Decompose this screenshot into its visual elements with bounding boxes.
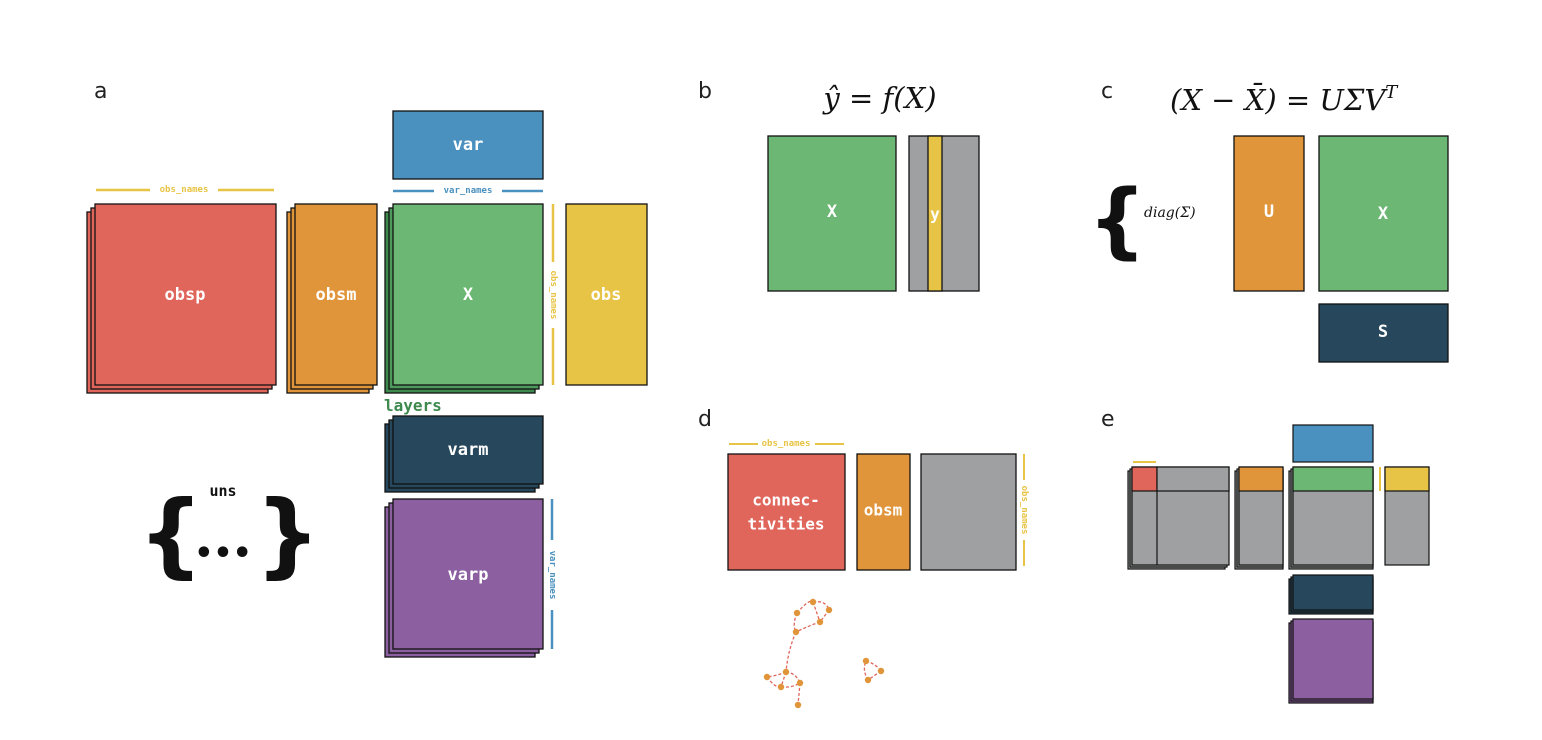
panel-c-u-label: U xyxy=(1264,202,1274,222)
varp-stack: varp xyxy=(384,498,544,658)
panel-d-obs-names-side: obs_names xyxy=(1019,454,1029,566)
panel-a-letter: a xyxy=(94,79,107,104)
panel-b-y-box: y xyxy=(908,135,980,292)
panel-b-letter: b xyxy=(698,79,712,104)
layers-label: layers xyxy=(384,396,442,415)
var-box: var xyxy=(392,110,544,180)
uns-label: uns xyxy=(209,482,236,500)
panel-e-obsm-stack xyxy=(1234,466,1284,570)
panel-e-letter: e xyxy=(1101,407,1115,432)
var-label: var xyxy=(453,135,484,155)
uns-group: { } uns ••• xyxy=(138,481,321,588)
var-names-top-marker: var_names xyxy=(393,186,543,196)
x-label: X xyxy=(463,285,474,305)
varm-stack: varm xyxy=(384,415,544,493)
panel-c-letter: c xyxy=(1101,79,1113,104)
panel-c-s-label: S xyxy=(1378,322,1388,342)
panel-d-graph-nodes xyxy=(763,598,885,709)
panel-d-graph xyxy=(766,600,882,706)
panel-c-u-box: U xyxy=(1233,135,1305,292)
uns-close-brace: } xyxy=(255,481,321,588)
panel-b-x-label: X xyxy=(827,202,838,222)
obs-names-side-label: obs_names xyxy=(548,271,558,320)
obs-label: obs xyxy=(591,285,622,305)
panel-d-connectivities-line2: tivities xyxy=(747,515,824,534)
obsp-stack: obsp xyxy=(86,203,277,394)
panel-e-varp-stack xyxy=(1288,618,1374,704)
var-names-side-label: var_names xyxy=(547,551,557,600)
panel-d-obs-names-top-label: obs_names xyxy=(762,439,811,449)
panel-c-x-label: X xyxy=(1378,204,1389,224)
panel-d-connectivities-box: connec- tivities xyxy=(727,453,846,571)
panel-c-x-box: X xyxy=(1318,135,1449,292)
obsm-stack: obsm xyxy=(286,203,378,394)
panel-d-obsm-box: obsm xyxy=(856,453,911,571)
panel-d-letter: d xyxy=(698,407,712,432)
varm-label: varm xyxy=(448,440,489,460)
x-stack: X xyxy=(384,203,544,394)
panel-e-obsp-stack xyxy=(1127,466,1230,570)
panel-e-x-stack xyxy=(1288,466,1374,570)
panel-e-var-box xyxy=(1292,424,1374,463)
obs-names-top-marker: obs_names xyxy=(96,185,274,195)
uns-open-brace: { xyxy=(138,481,204,588)
panel-d-gray-box xyxy=(920,453,1017,571)
obs-names-side-marker: obs_names xyxy=(548,204,558,385)
panel-d-obs-names-side-label: obs_names xyxy=(1019,486,1029,535)
obsm-label: obsm xyxy=(316,285,357,305)
obs-names-top-label: obs_names xyxy=(160,185,209,195)
obsp-label: obsp xyxy=(165,285,206,305)
var-names-side-marker: var_names xyxy=(547,499,557,649)
panel-b-equation: ŷ = f(X) xyxy=(821,81,936,115)
uns-dots: ••• xyxy=(194,536,252,571)
panel-d-obsm-label: obsm xyxy=(864,501,903,520)
panel-c-equation: (X − X̄) = UΣVT xyxy=(1170,82,1399,117)
panel-e-varm-stack xyxy=(1288,574,1374,615)
obs-box: obs xyxy=(565,203,648,386)
panel-c-s-box: S xyxy=(1318,303,1449,363)
panel-d-connectivities-line1: connec- xyxy=(752,491,819,510)
var-names-top-label: var_names xyxy=(444,186,493,196)
panel-d-obs-names-top: obs_names xyxy=(729,439,844,449)
panel-b-x-box: X xyxy=(767,135,897,292)
panel-c-brace: { xyxy=(1088,173,1146,268)
panel-e-obs-box xyxy=(1384,466,1430,566)
panel-c-diag-label: diag(Σ) xyxy=(1144,205,1196,221)
panel-b-y-label: y xyxy=(930,205,940,224)
varp-label: varp xyxy=(448,565,489,585)
